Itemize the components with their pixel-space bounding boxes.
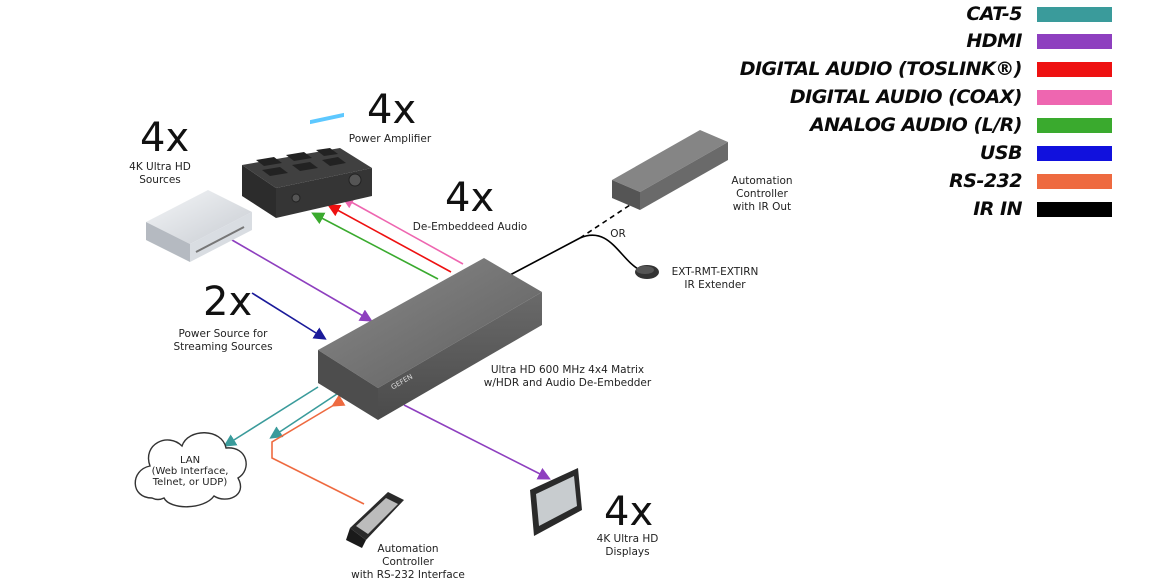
legend-analog: ANALOG AUDIO (L/R) — [810, 114, 1112, 136]
display-label-line1: 4K Ultra HD — [596, 533, 659, 545]
ir-cable — [509, 237, 581, 276]
rs232-controller-label-line1: Automation — [377, 543, 439, 555]
analog-audio-cable — [311, 212, 439, 280]
audio-label: De-Embeddeed Audio — [412, 221, 528, 233]
audio-count: 4x — [445, 175, 495, 221]
ir-extender-label-line1: EXT-RMT-EXTIRN — [671, 266, 759, 278]
legend-cat5: CAT-5 — [966, 3, 1112, 25]
lan-label-line2: (Web Interface, — [151, 466, 229, 477]
source-count: 4x — [140, 115, 190, 161]
power-label-line1: Power Source for — [178, 328, 268, 340]
ir-in-swatch — [1037, 202, 1112, 217]
legend-toslink: DIGITAL AUDIO (TOSLINK®) — [740, 58, 1112, 80]
legend-hdmi: HDMI — [966, 30, 1112, 52]
power-amplifier-device — [242, 112, 372, 218]
or-label: OR — [610, 228, 626, 240]
legend-rs232: RS-232 — [949, 170, 1112, 192]
coax-audio-cable — [341, 196, 464, 265]
touch-panel-device — [346, 492, 404, 548]
display-device — [530, 468, 582, 536]
cat5-lan-cable — [223, 386, 319, 447]
rs232-cable — [271, 394, 365, 505]
toslink-swatch — [1037, 62, 1112, 77]
power-count: 2x — [203, 279, 253, 325]
lan-cloud — [134, 432, 247, 508]
ir-extender-label-line2: IR Extender — [684, 279, 746, 291]
rs232-controller-label-line3: with RS-232 Interface — [351, 569, 465, 581]
lan-label-line1: LAN — [179, 455, 201, 466]
ir-controller-label-line3: with IR Out — [732, 201, 792, 213]
matrix-label-line1: Ultra HD 600 MHz 4x4 Matrix — [490, 364, 645, 376]
ir-controller-label-line2: Controller — [736, 188, 788, 200]
amp-count: 4x — [367, 87, 417, 133]
coax-swatch — [1037, 90, 1112, 105]
ir-extender-cable — [579, 234, 641, 271]
legend-ir-in: IR IN — [973, 198, 1112, 220]
cat5-lan-cable-2 — [269, 391, 341, 439]
matrix-label-line2: w/HDR and Audio De-Embedder — [483, 377, 652, 389]
rs232-swatch — [1037, 174, 1112, 189]
display-label-line2: Displays — [605, 546, 650, 558]
analog-swatch — [1037, 118, 1112, 133]
source-player-device — [146, 190, 252, 262]
source-label-line1: 4K Ultra HD — [129, 161, 191, 173]
usb-power-cable — [251, 292, 327, 340]
ir-controller-device — [612, 130, 728, 210]
usb-swatch — [1037, 146, 1112, 161]
matrix-switcher-device — [318, 258, 542, 420]
cat5-swatch — [1037, 7, 1112, 22]
power-label-line2: Streaming Sources — [173, 341, 273, 353]
ir-extender-device — [635, 265, 659, 279]
legend-usb: USB — [980, 142, 1112, 164]
ir-out-dashed-cable — [579, 204, 631, 239]
lan-label-line3: Telnet, or UDP) — [152, 477, 228, 488]
source-label-line2: Sources — [139, 174, 181, 186]
ir-controller-label-line1: Automation — [731, 175, 793, 187]
toslink-audio-cable — [327, 204, 452, 273]
amp-label: Power Amplifier — [348, 133, 432, 145]
legend-coax: DIGITAL AUDIO (COAX) — [790, 86, 1112, 108]
hdmi-source-cable — [231, 239, 373, 322]
display-count: 4x — [604, 489, 654, 535]
hdmi-display-cable — [403, 404, 551, 480]
rs232-controller-label-line2: Controller — [382, 556, 434, 568]
hdmi-swatch — [1037, 34, 1112, 49]
